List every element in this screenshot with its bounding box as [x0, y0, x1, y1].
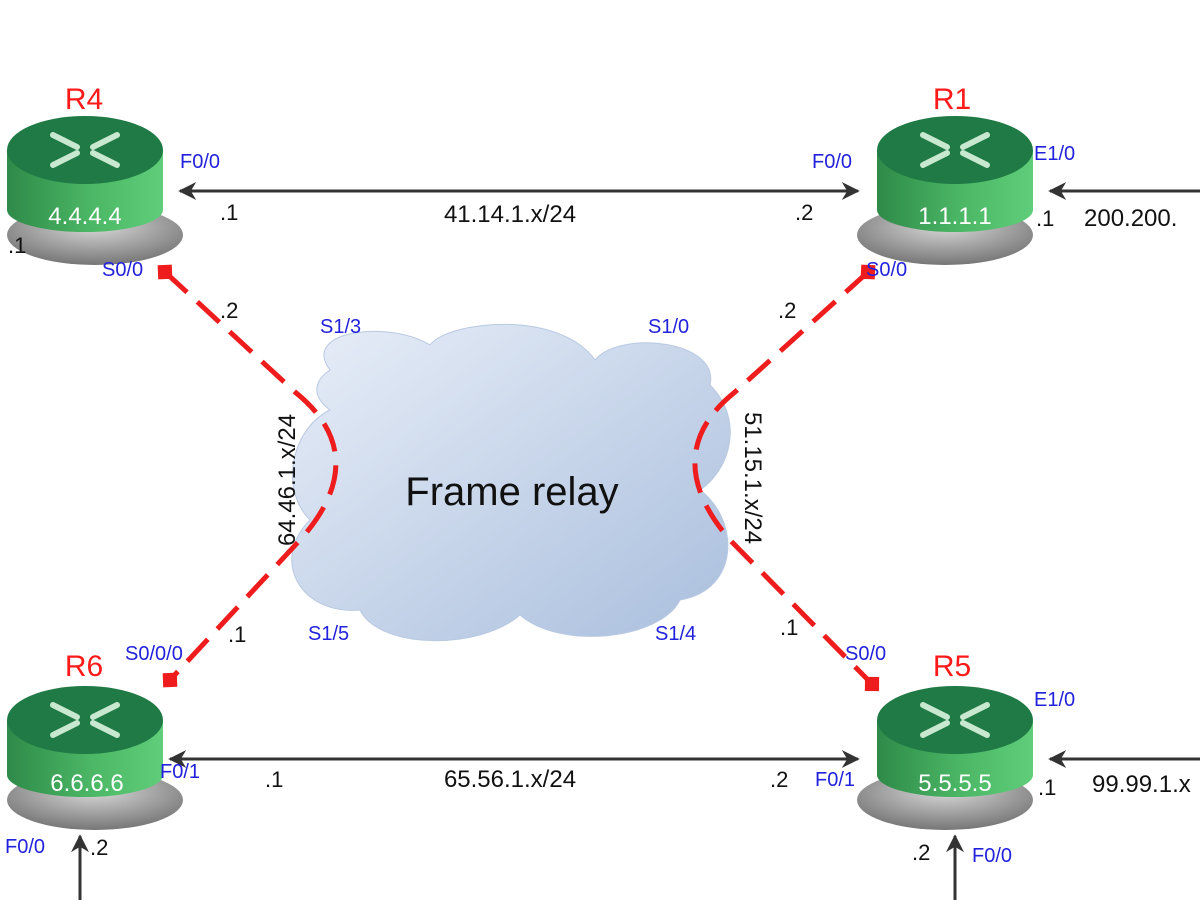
router-id-r1: 1.1.1.1 — [918, 203, 991, 230]
iface-r5-e10: E1/0 — [1034, 689, 1075, 711]
router-name-r4: R4 — [65, 83, 103, 116]
router-name-r5: R5 — [933, 650, 971, 683]
addr-r5-s00: .1 — [780, 615, 798, 640]
router-name-r6: R6 — [65, 650, 103, 683]
network-r5-ext: 99.99.1.x — [1092, 771, 1191, 798]
iface-r4-f00: F0/0 — [180, 151, 220, 173]
router-r6 — [7, 686, 183, 830]
iface-r5-s00: S0/0 — [845, 643, 886, 665]
addr-r6-f00: .2 — [90, 835, 108, 860]
router-id-r4: 4.4.4.4 — [48, 203, 121, 230]
router-id-r6: 6.6.6.6 — [50, 770, 123, 797]
addr-r6-f01: .1 — [265, 767, 283, 792]
ethernet-links — [71, 182, 1200, 900]
addr-r5-f00: .2 — [912, 840, 930, 865]
addr-r6-s000: .1 — [228, 622, 246, 647]
serial-link-r4 — [157, 264, 339, 688]
network-r6-r5: 65.56.1.x/24 — [444, 766, 576, 793]
addr-r1-e10: .1 — [1036, 206, 1054, 231]
router-name-r1: R1 — [933, 83, 971, 116]
frame-relay-cloud-icon — [291, 323, 731, 642]
iface-r5-f01: F0/1 — [815, 769, 855, 791]
iface-fr-s13: S1/3 — [320, 316, 361, 338]
network-r1-r5: 51.15.1.x/24 — [739, 412, 766, 544]
addr-r5-f01: .2 — [770, 767, 788, 792]
iface-r1-s00: S0/0 — [866, 259, 907, 281]
addr-r1-s00: .2 — [778, 298, 796, 323]
addr-r4-s00: .2 — [220, 298, 238, 323]
addr-r4-left: .1 — [8, 233, 26, 258]
serial-links — [157, 264, 880, 692]
network-r1-ext: 200.200. — [1084, 205, 1177, 232]
cloud-label: Frame relay — [405, 470, 618, 514]
iface-fr-s14: S1/4 — [655, 623, 696, 645]
iface-r6-f01: F0/1 — [160, 761, 200, 783]
iface-r5-f00: F0/0 — [972, 845, 1012, 867]
addr-r5-e10: .1 — [1038, 775, 1056, 800]
iface-fr-s15: S1/5 — [308, 623, 349, 645]
addr-r1-f00: .2 — [795, 200, 813, 225]
network-r4-r1: 41.14.1.x/24 — [444, 201, 576, 228]
router-r1 — [857, 116, 1033, 265]
router-icon — [50, 702, 120, 738]
addr-r4-f00: .1 — [220, 200, 238, 225]
iface-fr-s10: S1/0 — [648, 316, 689, 338]
serial-link-r1 — [692, 264, 880, 692]
network-r4-r6: 64.46.1.x/24 — [274, 414, 301, 546]
router-icon — [920, 132, 990, 168]
iface-r6-s000: S0/0/0 — [125, 643, 183, 665]
iface-r4-s00: S0/0 — [102, 259, 143, 281]
iface-r1-f00: F0/0 — [812, 151, 852, 173]
router-icon — [920, 702, 990, 738]
iface-r1-e10: E1/0 — [1034, 143, 1075, 165]
router-icon — [50, 132, 120, 168]
router-r5 — [857, 686, 1033, 830]
router-id-r5: 5.5.5.5 — [918, 770, 991, 797]
router-r4 — [7, 116, 183, 265]
iface-r6-f00: F0/0 — [5, 836, 45, 858]
